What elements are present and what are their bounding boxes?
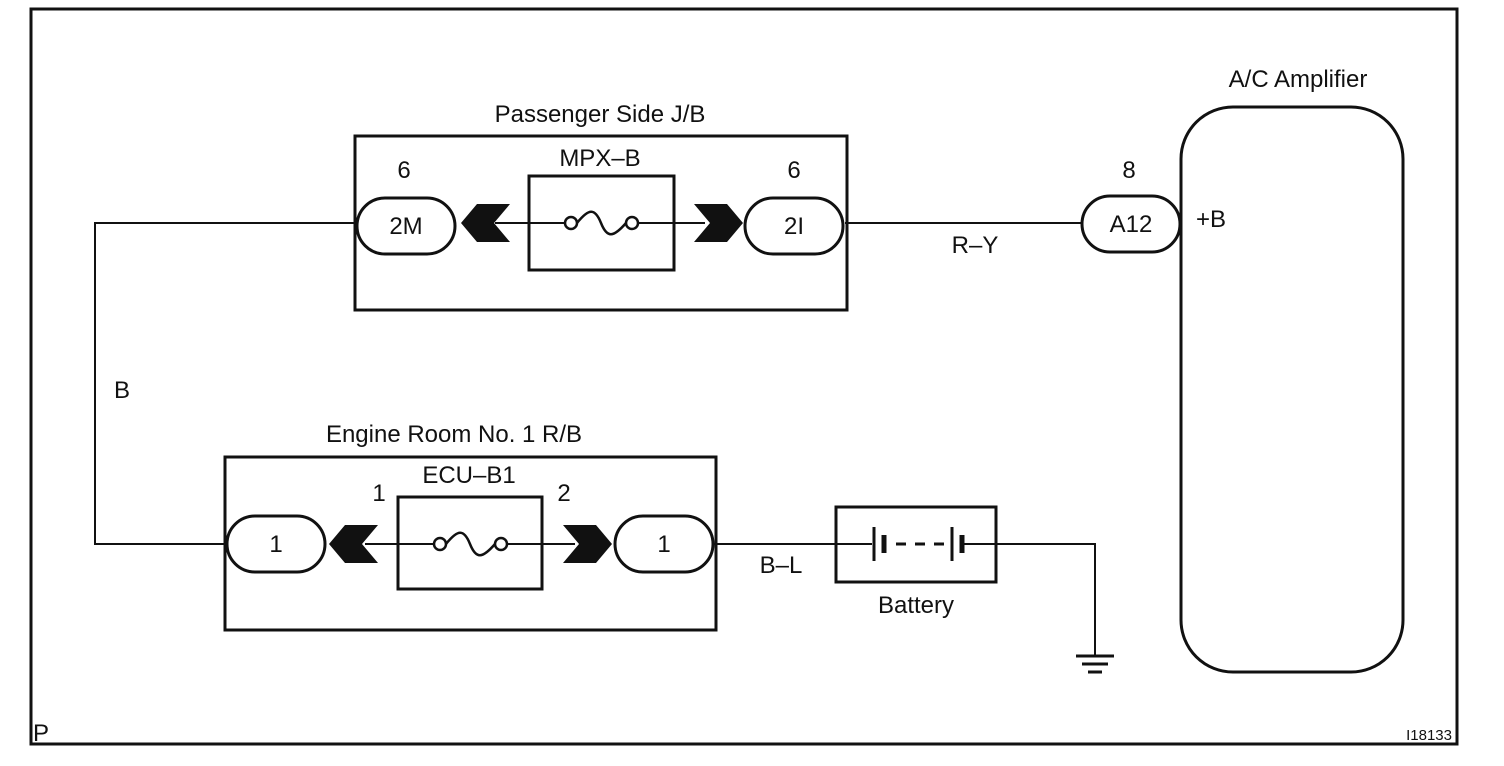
connector-a12 bbox=[1080, 194, 1182, 254]
ecu-b1-pin-2: 2 bbox=[557, 480, 570, 507]
corner-code-left: P bbox=[33, 720, 49, 747]
ground-icon bbox=[1076, 654, 1114, 674]
connector-a12-pin: 8 bbox=[1122, 157, 1135, 184]
ecu-b1-fuse-label: ECU–B1 bbox=[422, 462, 515, 489]
engine-rb-connector-right-label: 1 bbox=[657, 531, 670, 558]
diagram-frame bbox=[29, 7, 1459, 746]
mpx-b-left-chevron-icon bbox=[461, 204, 510, 242]
connector-2m-label: 2M bbox=[389, 213, 422, 240]
ecu-b1-fuse-icon bbox=[432, 531, 509, 557]
wire-b-l-label: B–L bbox=[760, 552, 803, 579]
figure-id: I18133 bbox=[1406, 727, 1452, 744]
ac-amplifier-box bbox=[1179, 105, 1405, 674]
connector-2i bbox=[743, 196, 845, 256]
connector-2i-label: 2I bbox=[784, 213, 804, 240]
connector-2m-pin: 6 bbox=[397, 157, 410, 184]
ecu-b1-pin-1: 1 bbox=[372, 480, 385, 507]
engine-rb-connector-left-label: 1 bbox=[269, 531, 282, 558]
wire-r-y-label: R–Y bbox=[952, 232, 999, 259]
wire-b-label: B bbox=[114, 377, 130, 404]
mpx-b-fuse-label: MPX–B bbox=[559, 145, 640, 172]
engine-rb-connector-left bbox=[225, 514, 327, 574]
connector-2i-pin: 6 bbox=[787, 157, 800, 184]
battery-label: Battery bbox=[878, 592, 954, 619]
ecu-b1-left-chevron-icon bbox=[329, 525, 378, 563]
passenger-junction-block: Passenger Side J/B MPX–B 6 2M 6 2I bbox=[353, 101, 849, 312]
connector-a12-label: A12 bbox=[1110, 211, 1153, 238]
ac-amplifier: A/C Amplifier 8 A12 +B bbox=[1080, 66, 1405, 674]
engine-rb-title: Engine Room No. 1 R/B bbox=[326, 421, 582, 448]
ac-amplifier-title: A/C Amplifier bbox=[1229, 66, 1368, 93]
battery: Battery bbox=[834, 505, 998, 619]
terminal-plus-b-label: +B bbox=[1196, 206, 1226, 233]
mpx-b-fuse-icon bbox=[563, 210, 640, 236]
ground-wire bbox=[996, 543, 1096, 655]
ecu-b1-right-chevron-icon bbox=[563, 525, 612, 563]
mpx-b-right-chevron-icon bbox=[694, 204, 743, 242]
passenger-jb-title: Passenger Side J/B bbox=[495, 101, 706, 128]
connector-2m bbox=[355, 196, 457, 256]
engine-room-relay-block: Engine Room No. 1 R/B ECU–B1 1 2 1 1 bbox=[223, 421, 718, 632]
wire-b bbox=[94, 222, 355, 545]
